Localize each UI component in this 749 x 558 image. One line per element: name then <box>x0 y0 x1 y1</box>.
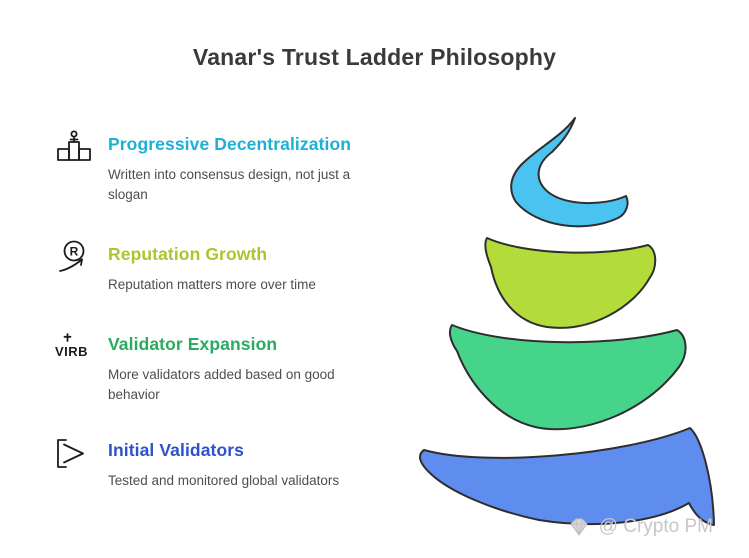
item-heading: Progressive Decentralization <box>108 134 352 154</box>
list-item-validator-expansion: VIRB Validator Expansion More validators… <box>54 328 386 406</box>
podium-icon <box>54 128 94 173</box>
item-content: Initial Validators Tested and monitored … <box>108 434 339 491</box>
virb-icon: VIRB <box>54 328 94 373</box>
item-description: Written into consensus design, not just … <box>108 167 351 203</box>
item-content: Validator Expansion More validators adde… <box>108 328 386 406</box>
spiral-band-bottom <box>418 427 715 526</box>
svg-text:VIRB: VIRB <box>55 344 88 359</box>
reputation-trend-icon: R <box>54 238 94 283</box>
watermark-text: @ Crypto PM <box>598 516 713 537</box>
item-content: Reputation Growth Reputation matters mor… <box>108 238 316 295</box>
item-heading: Validator Expansion <box>108 334 278 354</box>
spiral-band-top <box>510 117 629 228</box>
watermark: @ Crypto PM <box>567 516 713 538</box>
gem-icon <box>570 518 588 536</box>
list-item-reputation-growth: R Reputation Growth Reputation matters m… <box>54 238 316 295</box>
list-item-progressive-decentralization: Progressive Decentralization Written int… <box>54 128 386 206</box>
item-heading: Reputation Growth <box>108 244 268 264</box>
svg-text:R: R <box>70 245 79 259</box>
page-title: Vanar's Trust Ladder Philosophy <box>192 44 557 70</box>
list-item-initial-validators: Initial Validators Tested and monitored … <box>54 434 339 491</box>
spiral-ladder-illustration <box>418 117 715 526</box>
next-arrow-icon <box>54 434 94 479</box>
item-heading: Initial Validators <box>108 440 245 460</box>
item-description: Tested and monitored global validators <box>108 473 340 488</box>
item-description: Reputation matters more over time <box>108 277 316 292</box>
item-description: More validators added based on good beha… <box>108 367 335 403</box>
item-content: Progressive Decentralization Written int… <box>108 128 386 206</box>
spiral-band-lower-middle <box>448 324 687 431</box>
spiral-band-upper-middle <box>484 237 657 329</box>
